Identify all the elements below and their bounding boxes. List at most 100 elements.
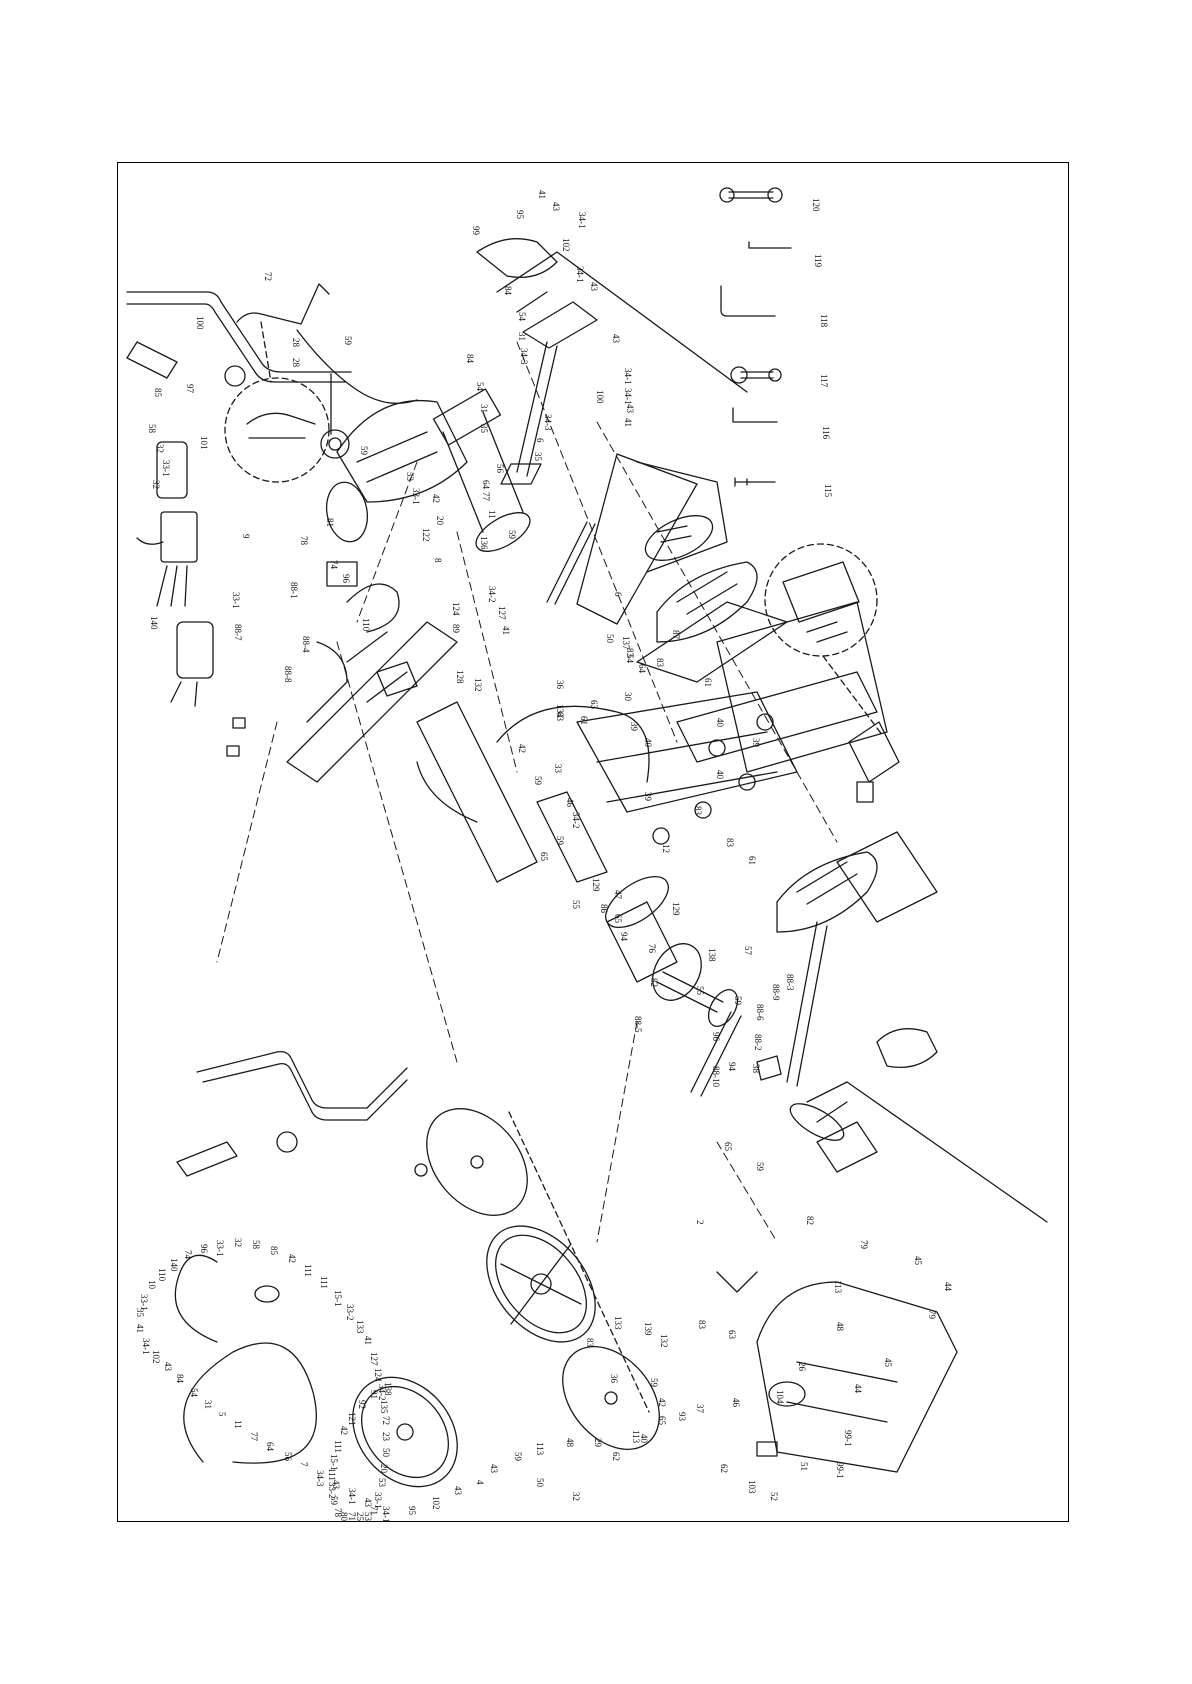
part-number-label: 59 (329, 1496, 339, 1506)
part-number-label: 92 (357, 1400, 367, 1409)
part-number-label: 40 (715, 718, 725, 728)
part-number-label: 55 (695, 986, 705, 996)
part-number-label: 5 (217, 1412, 227, 1417)
part-number-label: 61 (579, 716, 589, 725)
part-number-label: 71 (369, 1506, 379, 1515)
flywheel-cover-rear (508, 1111, 660, 1450)
part-number-label: 59 (513, 1452, 523, 1462)
part-number-label: 72 (263, 272, 273, 281)
part-number-label: 82 (805, 1216, 815, 1225)
part-number-label: 61 (703, 678, 713, 687)
part-number-label: 71 (347, 1512, 357, 1521)
part-number-label: 34-1 (623, 368, 633, 385)
part-number-label: 83 (655, 658, 665, 668)
part-number-label: 88-3 (785, 974, 795, 991)
part-number-label: 96 (199, 1244, 209, 1254)
part-number-label: 34-1 (575, 266, 585, 283)
part-number-label: 41 (501, 626, 511, 635)
part-number-label: 11 (233, 1420, 243, 1429)
part-number-label: 96 (711, 1032, 721, 1042)
parts-drawing (126, 187, 1048, 1488)
part-number-label: 83 (625, 648, 635, 658)
part-number-label: 33-2 (327, 1482, 337, 1499)
part-number-label: 12 (661, 844, 671, 853)
part-number-label: 6 (613, 592, 623, 597)
part-number-label: 43 (363, 1498, 373, 1508)
part-number-label: 111 (303, 1264, 313, 1277)
tool-119-allen-key-icon (748, 241, 792, 249)
part-number-label: 34-2 (377, 1384, 387, 1401)
part-number-label: 84 (503, 286, 513, 296)
assembly-guide-lines (216, 341, 838, 1243)
part-number-label: 104 (775, 1390, 785, 1404)
part-number-label: 74 (329, 560, 339, 570)
diagram-frame (117, 162, 1069, 1522)
part-number-label: 32 (151, 480, 161, 489)
part-number-label: 41 (537, 190, 547, 199)
part-number-label: 10 (147, 1280, 157, 1290)
part-number-label: 34-1 (577, 212, 587, 229)
tool-116-allen-key-icon (732, 407, 778, 423)
part-number-label: 34-1 (381, 1506, 391, 1522)
part-number-label: 44 (853, 1384, 863, 1394)
part-number-label: 135 (379, 1400, 389, 1414)
part-number-label: 93 (677, 1412, 687, 1422)
part-number-label: 132 (473, 678, 483, 692)
part-number-label: 33-1 (215, 1240, 225, 1257)
part-number-label: 83 (693, 806, 703, 816)
part-number-label: 99-1 (835, 1462, 845, 1479)
part-number-label: 118 (819, 314, 829, 328)
part-number-label: 85 (269, 1246, 279, 1256)
part-number-label: 47 (613, 890, 623, 900)
part-number-label: 111 (327, 1468, 337, 1481)
upper-handlebar (126, 291, 352, 435)
part-number-label: 100 (195, 316, 205, 330)
part-number-label: 29 (593, 1438, 603, 1448)
part-number-label: 33-2 (345, 1304, 355, 1321)
part-number-label: 43 (453, 1486, 463, 1496)
part-number-label: 39 (751, 738, 761, 748)
part-number-label: 36 (609, 1374, 619, 1384)
part-number-label: 99-1 (843, 1430, 853, 1447)
tool-117-wrench-icon (730, 366, 782, 384)
part-number-label: 124 (373, 1368, 383, 1382)
part-number-label: 65 (539, 852, 549, 862)
part-number-label: 83 (697, 1320, 707, 1330)
part-number-label: 34-3 (519, 348, 529, 365)
part-number-label: 56 (495, 464, 505, 474)
part-number-label: 65 (723, 1142, 733, 1152)
part-number-label: 88-9 (771, 984, 781, 1001)
part-number-label: 57 (743, 946, 753, 956)
part-number-label: 64 (481, 480, 491, 490)
part-number-label: 97 (185, 384, 195, 394)
part-number-label: 42 (657, 1398, 667, 1407)
part-number-label: 122 (421, 528, 431, 542)
part-number-label: 81 (325, 518, 335, 527)
part-number-label: 94 (619, 932, 629, 942)
part-number-label: 28 (291, 338, 301, 348)
part-number-label: 43 (331, 1480, 341, 1490)
cable-92 (174, 1254, 218, 1343)
part-number-label: 43 (551, 202, 561, 212)
part-number-label: 82 (649, 978, 659, 987)
part-number-label: 127 (369, 1352, 379, 1366)
part-number-label: 46 (731, 1398, 741, 1408)
part-number-label: 88-10 (711, 1066, 721, 1087)
upright-stem (286, 481, 458, 783)
part-number-label: 42 (431, 494, 441, 503)
part-number-label: 65 (657, 1416, 667, 1426)
part-number-label: 31 (517, 332, 527, 341)
part-number-label: 78 (333, 1508, 343, 1518)
part-number-label: 91 (369, 1390, 379, 1399)
console-88 (136, 441, 246, 757)
part-number-label: 35 (135, 1308, 145, 1318)
part-number-label: 38 (751, 1064, 761, 1074)
part-number-label: 25 (355, 1512, 365, 1522)
part-number-label: 134 (555, 704, 565, 718)
part-number-label: 30 (623, 692, 633, 702)
part-number-label: 59 (359, 446, 369, 456)
belt-138 (352, 1376, 458, 1488)
part-number-label: 44 (943, 1282, 953, 1292)
part-number-label: 31 (203, 1400, 213, 1409)
